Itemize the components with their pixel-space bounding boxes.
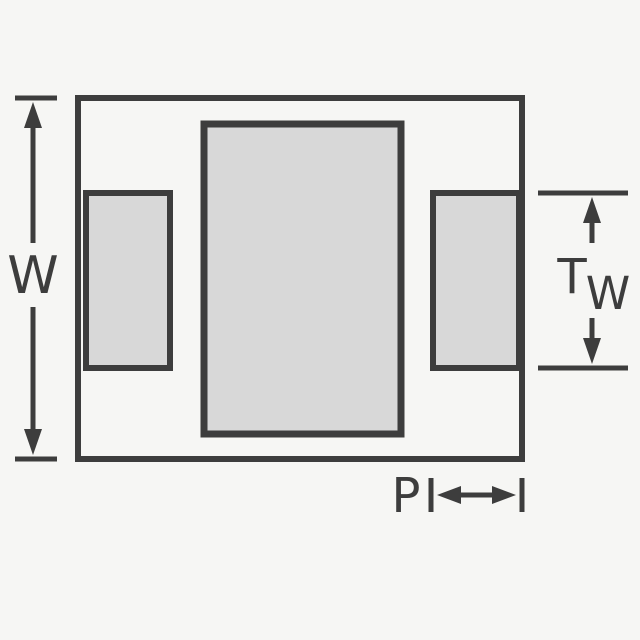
dimension-terminal-width [538, 190, 628, 371]
tw-arrowhead-down-icon [583, 338, 601, 364]
w-arrowhead-up-icon [24, 102, 42, 128]
tw-dimension-label-main: T [556, 249, 587, 305]
w-dimension-label: W [7, 246, 58, 306]
dimension-pitch [428, 478, 525, 512]
p-dimension-label: P [392, 468, 421, 524]
p-arrowhead-left-icon [437, 486, 461, 504]
p-arrowhead-right-icon [492, 486, 516, 504]
right-terminal-pad [430, 190, 522, 371]
dimension-overall-width [15, 95, 57, 462]
w-arrowhead-down-icon [24, 429, 42, 455]
left-terminal-pad [83, 190, 173, 371]
center-pad [200, 120, 405, 438]
tw-dimension-label-sub: W [586, 267, 631, 320]
tw-arrowhead-up-icon [583, 197, 601, 223]
